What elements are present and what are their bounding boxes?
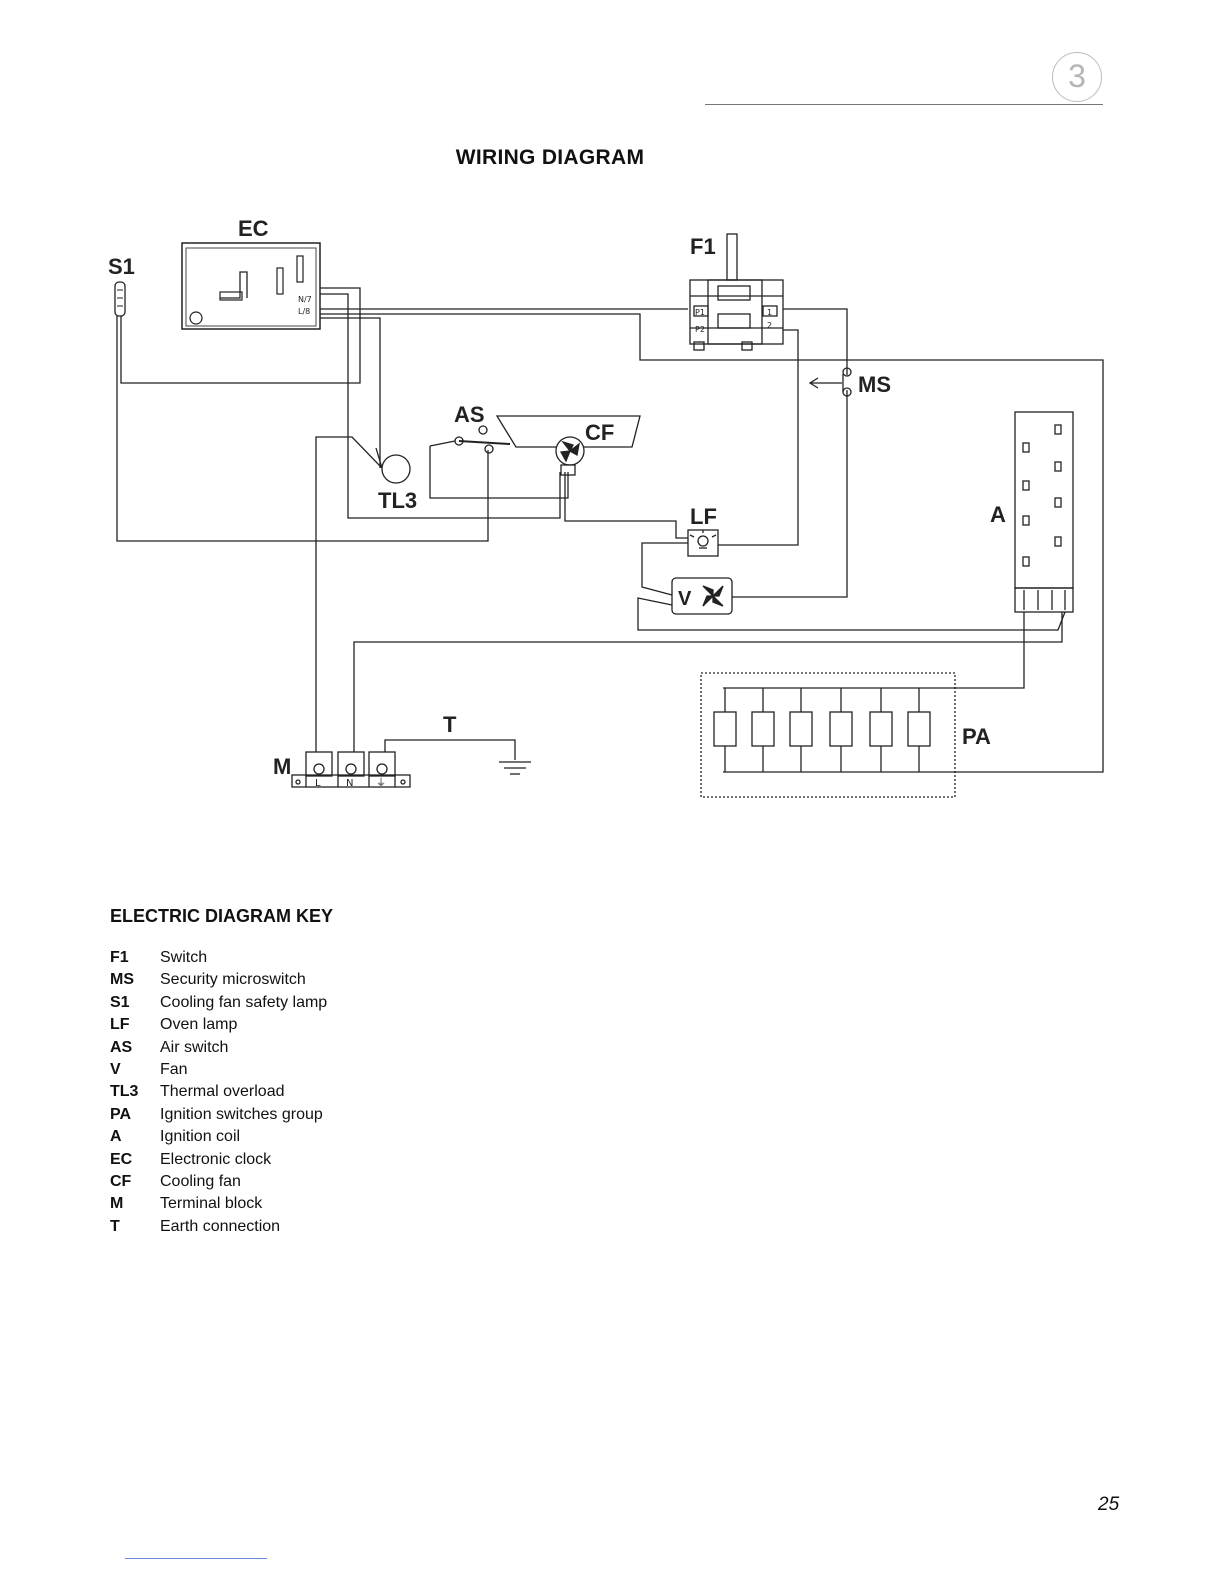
footer-rule <box>125 1558 267 1559</box>
s1-lamp <box>114 281 126 317</box>
key-code: TL3 <box>110 1083 139 1101</box>
svg-text:1: 1 <box>767 308 772 317</box>
wire-ec-right-b <box>320 293 561 519</box>
f1-switch <box>689 233 784 351</box>
key-code: PA <box>110 1105 132 1123</box>
key-item: MS Security microswitch <box>110 970 327 992</box>
svg-text:N/7: N/7 <box>298 295 312 304</box>
svg-text:P1: P1 <box>695 308 705 317</box>
header-rule <box>705 104 1103 105</box>
key-item: PA Ignition switches group <box>110 1105 327 1127</box>
label-m: M <box>273 754 291 779</box>
wire-ms-f1 <box>783 308 848 375</box>
key-title: ELECTRIC DIAGRAM KEY <box>110 906 334 926</box>
key-description: Cooling fan safety lamp <box>160 993 328 1011</box>
wire-ec-f1-low <box>320 313 1104 773</box>
label-tl3: TL3 <box>378 488 417 513</box>
svg-text:⏚: ⏚ <box>376 777 386 789</box>
wire-ec-right-a <box>120 287 361 384</box>
t-earth-symbol <box>499 761 531 775</box>
svg-text:P2: P2 <box>695 325 705 334</box>
as-air-switch <box>429 425 511 454</box>
key-code: T <box>110 1217 120 1235</box>
key-code: CF <box>110 1172 132 1190</box>
key-item: CF Cooling fan <box>110 1172 327 1194</box>
cf-cooling-fan <box>495 415 641 476</box>
label-s1: S1 <box>108 254 135 279</box>
key-item: F1 Switch <box>110 948 327 970</box>
key-description: Oven lamp <box>160 1016 238 1034</box>
key-description: Security microswitch <box>160 971 306 989</box>
key-item: LF Oven lamp <box>110 1015 327 1037</box>
key-code: M <box>110 1195 124 1213</box>
label-f1: F1 <box>690 234 716 259</box>
key-code: MS <box>110 971 134 989</box>
lf-oven-lamp <box>687 529 719 557</box>
label-v: V <box>678 588 692 610</box>
key-code: S1 <box>110 993 130 1011</box>
wire-a-pa <box>955 612 1025 689</box>
wire-earth <box>384 739 516 760</box>
key-code: A <box>110 1128 122 1146</box>
key-description: Air switch <box>160 1038 229 1056</box>
key-description: Cooling fan <box>160 1172 241 1190</box>
key-code: F1 <box>110 949 129 966</box>
wiring-diagram: N/7 L/8 P1 P2 1 2 <box>108 216 1104 798</box>
svg-text:2: 2 <box>767 321 772 330</box>
m-terminal-block <box>291 751 411 788</box>
key-description: Ignition switches group <box>160 1105 323 1123</box>
key-code: AS <box>110 1038 133 1056</box>
svg-text:L: L <box>315 778 321 789</box>
page-title: WIRING DIAGRAM <box>455 146 645 169</box>
label-pa: PA <box>962 724 991 749</box>
wire-ec-l8 <box>320 317 381 468</box>
wires <box>116 287 1104 773</box>
label-cf: CF <box>585 420 614 445</box>
key-description: Switch <box>160 949 208 966</box>
label-a: A <box>990 502 1006 527</box>
wire-n-a <box>353 612 1063 752</box>
key-description: Electronic clock <box>160 1150 272 1168</box>
svg-text:N: N <box>346 778 353 789</box>
v-fan <box>671 577 733 615</box>
page-number: 25 <box>1098 1494 1120 1515</box>
key-description: Fan <box>160 1060 188 1078</box>
wire-v-a <box>637 597 1066 631</box>
key-description: Terminal block <box>160 1195 263 1213</box>
label-as: AS <box>454 402 485 427</box>
key-item: TL3 Thermal overload <box>110 1082 327 1104</box>
key-description: Earth connection <box>160 1217 281 1235</box>
svg-text:L/8: L/8 <box>298 307 310 316</box>
key-item: EC Electronic clock <box>110 1150 327 1172</box>
key-item: A Ignition coil <box>110 1127 327 1149</box>
label-lf: LF <box>690 504 717 529</box>
a-ignition-coil <box>1014 411 1074 613</box>
chapter-badge: 3 <box>1052 52 1102 102</box>
wire-tl3-loop <box>315 436 383 752</box>
wire-s1 <box>116 316 489 542</box>
wire-v-ms <box>732 390 848 598</box>
tl3-thermal-overload <box>375 447 411 484</box>
pa-ignition-switches <box>700 672 956 798</box>
ec-clock: N/7 L/8 <box>181 242 321 330</box>
ms-microswitch <box>808 367 852 397</box>
key-item: M Terminal block <box>110 1194 327 1216</box>
key-item: V Fan <box>110 1060 327 1082</box>
key-item: S1 Cooling fan safety lamp <box>110 993 327 1015</box>
key-description: Thermal overload <box>160 1083 285 1101</box>
wire-lf-f1 <box>718 329 799 546</box>
key-code: EC <box>110 1150 133 1168</box>
key-item: T Earth connection <box>110 1217 327 1239</box>
key-code: LF <box>110 1016 130 1034</box>
key-code: V <box>110 1060 121 1078</box>
wire-lf-v <box>641 542 688 596</box>
label-ms: MS <box>858 372 891 397</box>
label-t: T <box>443 712 457 737</box>
wire-cf-lf <box>564 472 688 539</box>
key-description: Ignition coil <box>160 1128 241 1146</box>
key-item: AS Air switch <box>110 1038 327 1060</box>
wire-as-loop <box>429 446 569 499</box>
label-ec: EC <box>238 216 269 241</box>
